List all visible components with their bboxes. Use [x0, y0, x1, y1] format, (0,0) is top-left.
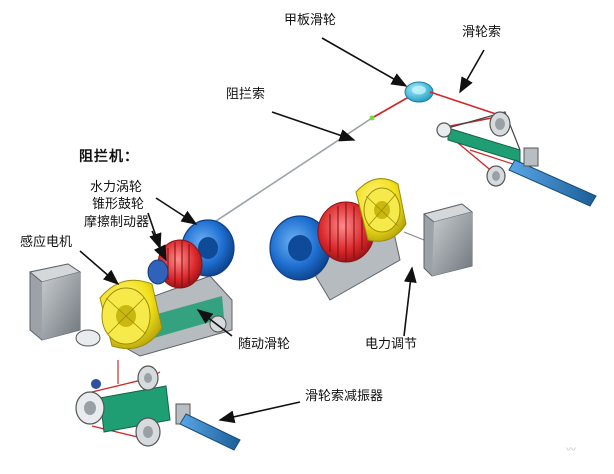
left-arrester-engine	[75, 219, 235, 357]
label-water-turbine: 水力涡轮	[90, 180, 143, 195]
label-arresting-cable: 阻拦索	[226, 87, 266, 102]
right-arrester-engine	[269, 178, 425, 301]
label-follower-sheave: 随动滑轮	[238, 337, 291, 352]
pointer-lines	[79, 37, 485, 424]
right-power-cabinet	[422, 203, 474, 277]
watermark-mark: 〰	[566, 445, 576, 456]
label-cone-drum: 锥形鼓轮	[92, 197, 145, 212]
label-arrester-title: 阻拦机：	[79, 149, 139, 165]
label-deck-sheave: 甲板滑轮	[284, 13, 337, 28]
label-power-regulation: 电力调节	[365, 337, 418, 352]
label-friction-brake: 摩擦制动器	[84, 215, 150, 230]
label-induction-motor: 感应电机	[20, 235, 73, 250]
label-sheave-cable: 滑轮索	[462, 25, 502, 40]
upper-sheave-damper	[436, 111, 597, 207]
label-sheave-damper: 滑轮索减振器	[305, 389, 384, 404]
bottom-sheave-damper	[75, 360, 241, 451]
left-power-cabinet	[28, 263, 82, 341]
deck-sheave	[404, 81, 434, 103]
